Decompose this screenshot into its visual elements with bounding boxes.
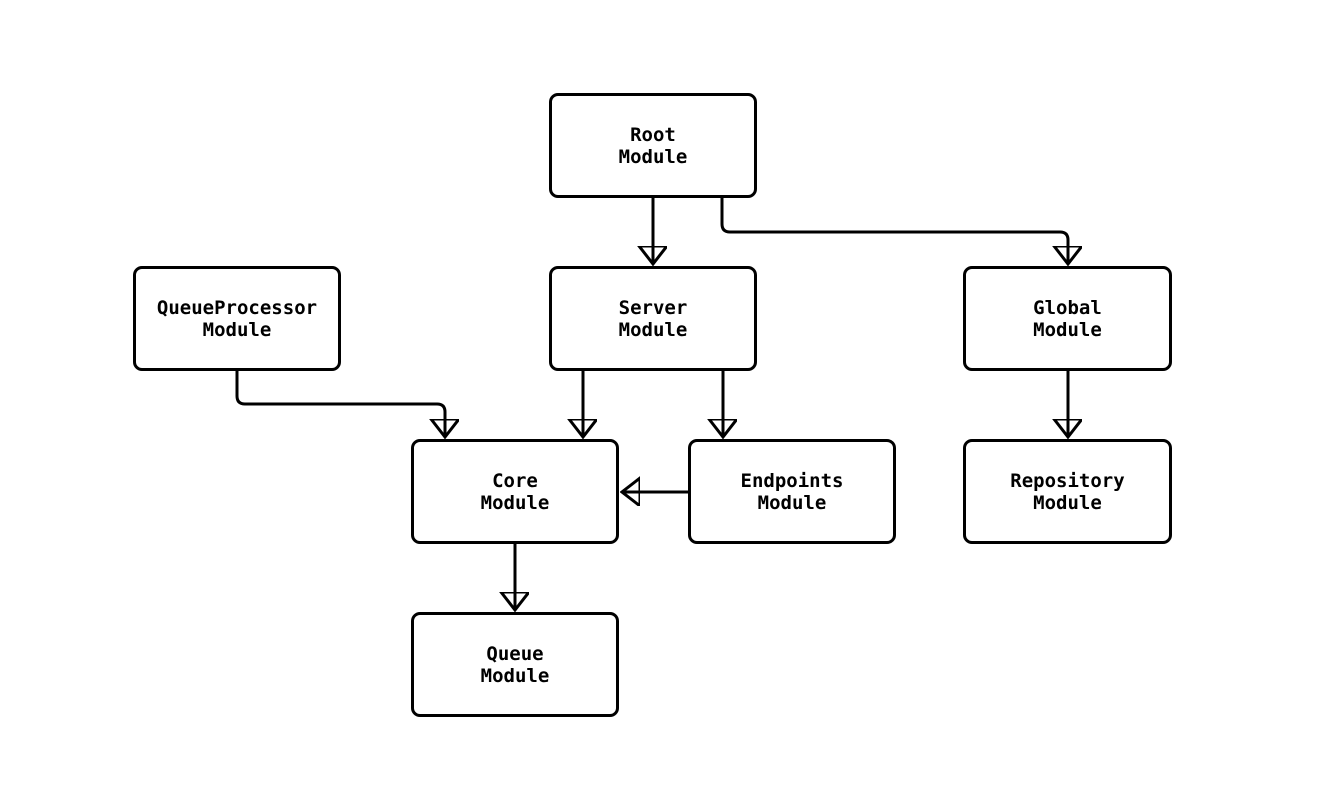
node-core-module-label: Core Module [480, 469, 550, 514]
node-queue-module: Queue Module [411, 612, 619, 717]
node-root-module-label: Root Module [618, 123, 688, 168]
node-global-module: Global Module [963, 266, 1172, 371]
node-server-module: Server Module [549, 266, 757, 371]
node-core-module: Core Module [411, 439, 619, 544]
node-queueprocessor-module: QueueProcessor Module [133, 266, 341, 371]
node-endpoints-module-label: Endpoints Module [740, 469, 844, 514]
node-global-module-label: Global Module [1033, 296, 1102, 341]
node-root-module: Root Module [549, 93, 757, 198]
node-repository-module: Repository Module [963, 439, 1172, 544]
node-server-module-label: Server Module [618, 296, 688, 341]
node-repository-module-label: Repository Module [1010, 469, 1125, 514]
edge-root-to-global [720, 198, 1068, 264]
edge-queueprocessor-to-core [235, 370, 445, 437]
node-queue-module-label: Queue Module [480, 642, 550, 687]
node-endpoints-module: Endpoints Module [688, 439, 896, 544]
node-queueprocessor-module-label: QueueProcessor Module [156, 296, 318, 341]
